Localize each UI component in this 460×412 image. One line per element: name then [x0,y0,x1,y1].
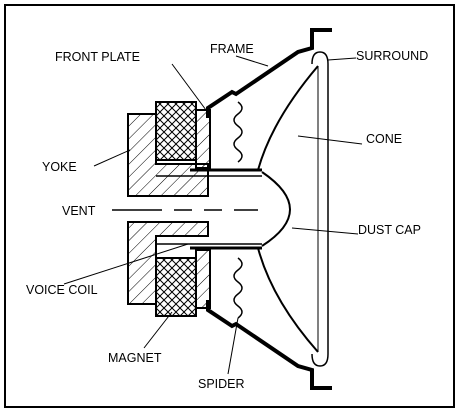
label-yoke: YOKE [42,160,77,174]
frame-top [206,28,332,118]
frame-bottom [206,300,332,390]
label-vent: VENT [62,204,96,218]
front-plate-top [195,109,211,169]
label-voice-coil: VOICE COIL [26,283,98,297]
dust-cap [261,171,291,247]
front-plate-bottom [195,249,211,309]
dust-cap-leader [291,227,359,235]
front-plate-leader [171,63,207,111]
spider-top [233,101,243,163]
surround-bottom [311,353,329,367]
voice-coil-leader [63,243,189,285]
cone-leader [297,135,363,145]
label-dust-cap: DUST CAP [358,223,421,237]
cone-top [257,65,319,171]
magnet-top [155,101,197,161]
label-magnet: MAGNET [108,351,162,365]
surround-top [311,51,329,65]
frame-leader [235,55,269,67]
spider-bottom [233,257,243,319]
label-cone: CONE [366,132,402,146]
diagram-border [4,4,455,408]
cone-bottom [257,247,319,353]
surround-leader [327,57,357,61]
yoke-leader [93,149,131,167]
label-front-plate: FRONT PLATE [55,50,140,64]
yoke-bottom [127,221,209,305]
label-spider: SPIDER [198,377,245,391]
magnet-leader [143,311,173,349]
label-surround: SURROUND [356,49,428,63]
label-frame: FRAME [210,42,254,56]
spider-leader [227,317,239,375]
magnet-bottom [155,257,197,317]
